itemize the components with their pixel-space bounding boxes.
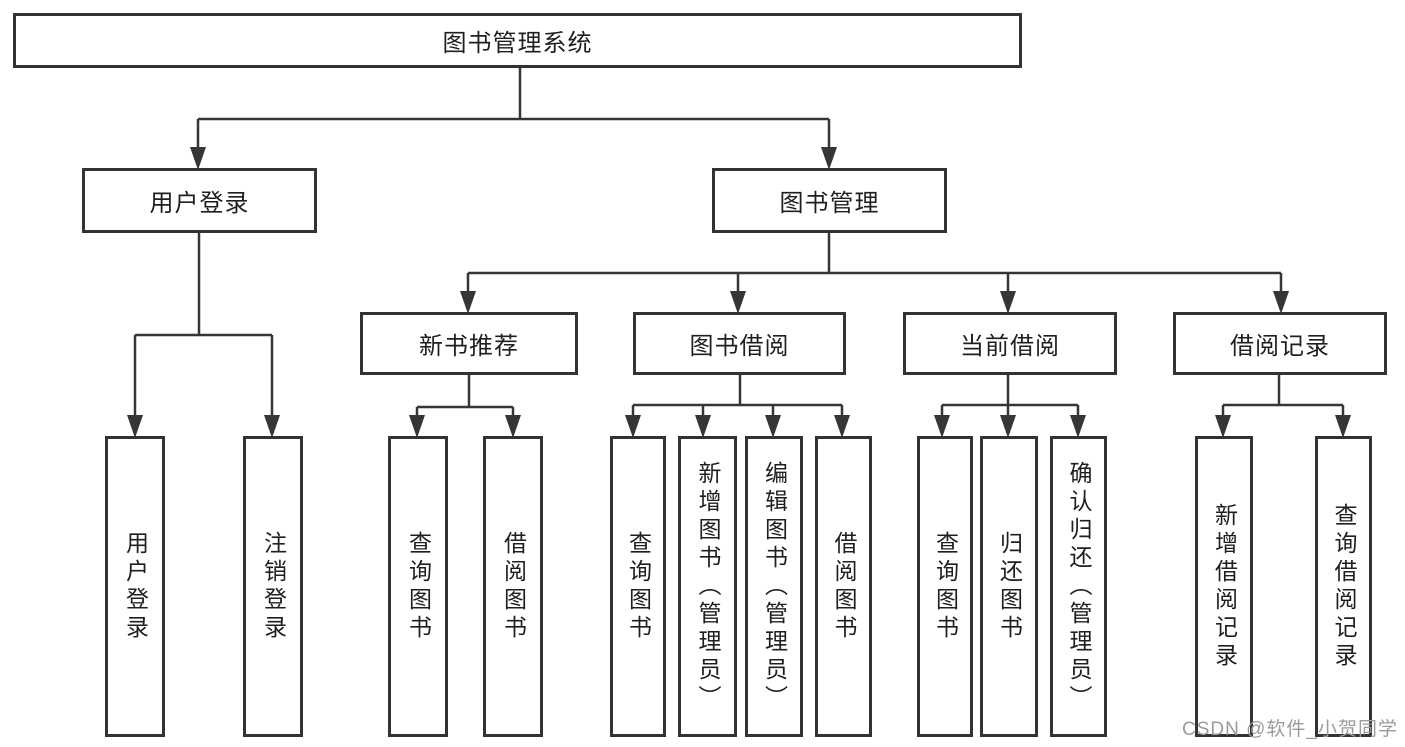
node-user-login: 用户登录 [82, 168, 317, 233]
arrowhead [190, 147, 206, 170]
arrowhead [1215, 415, 1231, 438]
arrowhead [1070, 415, 1086, 438]
arrowhead [695, 415, 711, 438]
leaf-user-login: 用户登录 [105, 436, 165, 737]
arrowhead [127, 415, 143, 438]
leaf-newbook-query-books: 查询图书 [388, 436, 448, 737]
arrowhead [821, 147, 837, 170]
arrowhead [834, 415, 850, 438]
arrowhead [625, 415, 641, 438]
connector-newbook-to-leaves [415, 375, 515, 432]
leaf-records-query-record: 查询借阅记录 [1315, 436, 1372, 737]
leaf-logout: 注销登录 [243, 436, 303, 737]
node-new-book-recommend: 新书推荐 [360, 312, 578, 375]
leaf-borrow-borrow-books: 借阅图书 [815, 436, 872, 737]
leaf-current-query-books: 查询图书 [917, 436, 973, 737]
arrowhead [1000, 291, 1016, 314]
node-borrowing-records: 借阅记录 [1173, 312, 1387, 375]
leaf-borrow-edit-books-admin: 编辑图书（管理员） [745, 436, 803, 737]
leaf-current-confirm-return-admin: 确认归还（管理员） [1050, 436, 1107, 737]
arrowhead [765, 415, 781, 438]
leaf-borrow-add-books-admin: 新增图书（管理员） [678, 436, 737, 737]
node-root-system: 图书管理系统 [13, 13, 1022, 68]
arrowhead [934, 415, 950, 438]
leaf-borrow-query-books: 查询图书 [610, 436, 666, 737]
arrowhead [264, 415, 280, 438]
arrowhead [1000, 415, 1016, 438]
csdn-watermark: CSDN @软件_小贺同学 [1182, 719, 1398, 740]
connector-records-to-leaves [1221, 375, 1345, 432]
arrowhead [505, 415, 521, 438]
node-current-borrowing: 当前借阅 [903, 312, 1117, 375]
leaf-newbook-borrow-books: 借阅图书 [483, 436, 543, 737]
connector-root-to-level2 [196, 68, 831, 165]
connector-userlogin-to-leaves [133, 233, 274, 432]
arrowhead [409, 415, 425, 438]
node-book-borrowing: 图书借阅 [633, 312, 846, 375]
node-book-management: 图书管理 [712, 168, 947, 233]
leaf-current-return-books: 归还图书 [980, 436, 1038, 737]
arrowhead [1273, 291, 1289, 314]
arrowhead [460, 291, 476, 314]
connector-borrow-to-leaves [631, 375, 844, 432]
arrowhead [730, 291, 746, 314]
arrowhead [1335, 415, 1351, 438]
leaf-records-add-record: 新增借阅记录 [1195, 436, 1253, 737]
connector-bookmgmt-to-level3 [466, 232, 1283, 309]
